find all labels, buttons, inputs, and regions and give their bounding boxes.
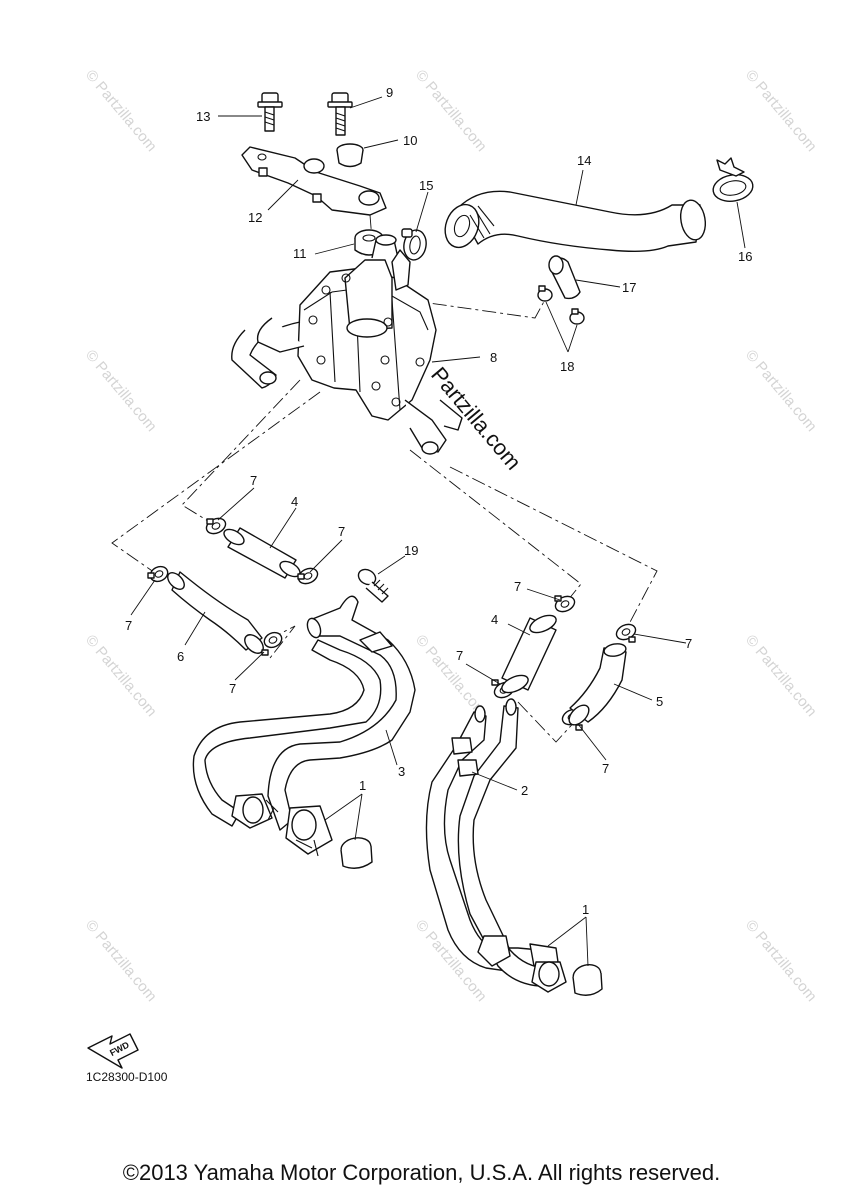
watermark: © Partzilla.com <box>82 347 160 435</box>
clamp-16 <box>712 157 754 202</box>
watermark: © Partzilla.com <box>742 632 820 720</box>
clamp-7e <box>554 595 576 613</box>
forward-arrow-icon: FWD <box>87 1033 139 1069</box>
hose-4-right <box>501 614 557 694</box>
callout-12: 12 <box>248 210 262 225</box>
hose-14 <box>444 190 707 253</box>
reed-valve-assembly-8 <box>231 234 463 455</box>
hose-6 <box>167 571 264 654</box>
callout-16: 16 <box>738 249 752 264</box>
clip-18b <box>569 308 585 325</box>
clamp-7f <box>615 623 637 643</box>
callout-18: 18 <box>560 359 574 374</box>
watermark: © Partzilla.com <box>742 67 820 155</box>
hose-4-left <box>223 527 301 579</box>
watermark: © Partzilla.com <box>82 632 160 720</box>
callout-1b: 1 <box>582 902 589 917</box>
clamp-15 <box>401 228 427 261</box>
callout-7d: 7 <box>229 681 236 696</box>
callouts: 13 9 10 12 11 15 14 16 17 18 8 7 4 7 19 … <box>125 85 752 917</box>
callout-5: 5 <box>656 694 663 709</box>
callout-9: 9 <box>386 85 393 100</box>
hose-5 <box>568 643 627 726</box>
diagram-code: 1C28300-D100 <box>86 1070 168 1084</box>
callout-8: 8 <box>490 350 497 365</box>
callout-14: 14 <box>577 153 591 168</box>
bolt-9 <box>327 92 353 136</box>
watermark-center: Partzilla.com <box>426 362 526 475</box>
callout-7b: 7 <box>338 524 345 539</box>
clamp-7a <box>205 517 227 535</box>
callout-11: 11 <box>293 246 307 261</box>
watermark: © Partzilla.com <box>742 347 820 435</box>
assembly-lines <box>111 189 658 743</box>
watermark: © Partzilla.com <box>82 917 160 1005</box>
callout-7e: 7 <box>514 579 521 594</box>
clamp-7d <box>261 631 283 656</box>
watermark: © Partzilla.com <box>82 67 160 155</box>
callout-6: 6 <box>177 649 184 664</box>
copyright-notice: ©2013 Yamaha Motor Corporation, U.S.A. A… <box>122 1160 721 1185</box>
callout-7a: 7 <box>250 473 257 488</box>
clamp-7b <box>297 567 319 585</box>
bolt-19 <box>357 568 389 603</box>
callout-7c: 7 <box>125 618 132 633</box>
callout-2: 2 <box>521 783 528 798</box>
pipe-assembly-3 <box>192 595 416 869</box>
hose-17 <box>548 255 581 300</box>
callout-3: 3 <box>398 764 405 779</box>
clamp-7c <box>147 565 169 583</box>
watermark: © Partzilla.com <box>412 67 490 155</box>
callout-1a: 1 <box>359 778 366 793</box>
callout-13: 13 <box>196 109 210 124</box>
callout-7h: 7 <box>602 761 609 776</box>
bolt-13 <box>257 92 283 132</box>
callout-4a: 4 <box>291 494 298 509</box>
callout-10: 10 <box>403 133 417 148</box>
callout-4b: 4 <box>491 612 498 627</box>
watermark: © Partzilla.com <box>742 917 820 1005</box>
bracket-12 <box>241 146 387 216</box>
clip-18a <box>537 285 553 302</box>
collar-10 <box>336 143 364 168</box>
callout-15: 15 <box>419 178 433 193</box>
callout-19: 19 <box>404 543 418 558</box>
leader-lines <box>130 96 746 967</box>
callout-7g: 7 <box>456 648 463 663</box>
callout-17: 17 <box>622 280 636 295</box>
callout-7f: 7 <box>685 636 692 651</box>
